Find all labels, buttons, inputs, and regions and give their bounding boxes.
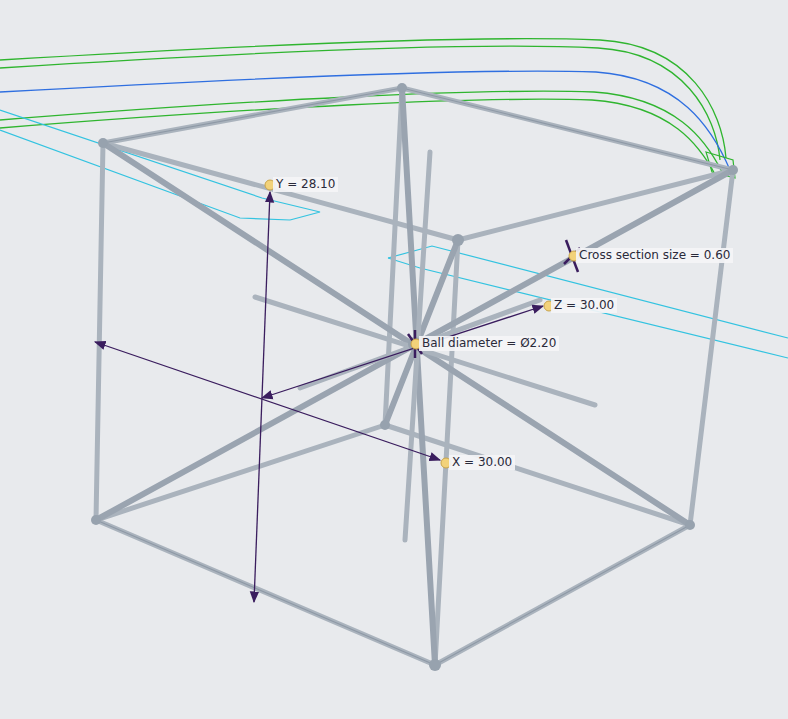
- dimension-label: Z = 30.00: [551, 298, 617, 313]
- dimension-label: Cross section size = 0.60: [576, 248, 733, 263]
- dimension-label: Ball diameter = Ø2.20: [419, 336, 559, 351]
- lattice-struts: [91, 83, 738, 671]
- dimension-label: Y = 28.10: [273, 177, 338, 192]
- dimension-label: X = 30.00: [449, 455, 515, 470]
- dimension-lines: [95, 192, 580, 602]
- label-markers: [265, 180, 579, 468]
- sweep-curves: [0, 39, 735, 178]
